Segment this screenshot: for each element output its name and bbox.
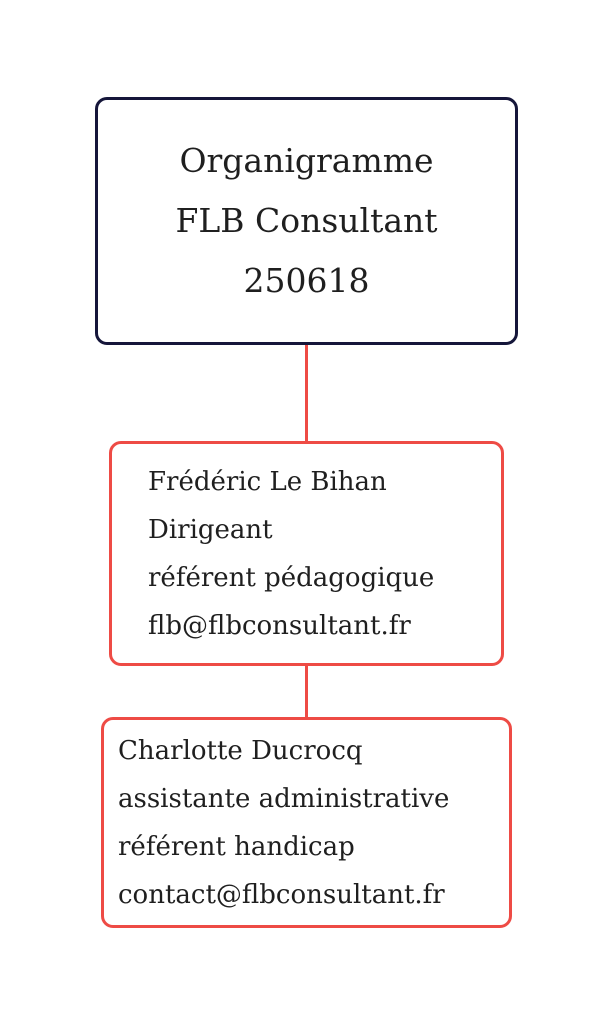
person-role: assistante administrative: [118, 783, 450, 814]
connector-root-to-director: [305, 345, 308, 441]
title-line: Organigramme: [179, 141, 434, 180]
person-name: Frédéric Le Bihan: [148, 466, 387, 497]
company-name: FLB Consultant: [175, 201, 438, 240]
org-chart-title-box: Organigramme FLB Consultant 250618: [95, 97, 518, 345]
chart-date-code: 250618: [243, 261, 370, 300]
connector-director-to-assistant: [305, 666, 308, 717]
person-email: flb@flbconsultant.fr: [148, 610, 411, 641]
person-role: Dirigeant: [148, 514, 273, 545]
director-box: Frédéric Le Bihan Dirigeant référent péd…: [109, 441, 504, 666]
person-email: contact@flbconsultant.fr: [118, 879, 445, 910]
person-name: Charlotte Ducrocq: [118, 735, 363, 766]
person-responsibility: référent handicap: [118, 831, 355, 862]
assistant-box: Charlotte Ducrocq assistante administrat…: [101, 717, 512, 928]
person-responsibility: référent pédagogique: [148, 562, 435, 593]
